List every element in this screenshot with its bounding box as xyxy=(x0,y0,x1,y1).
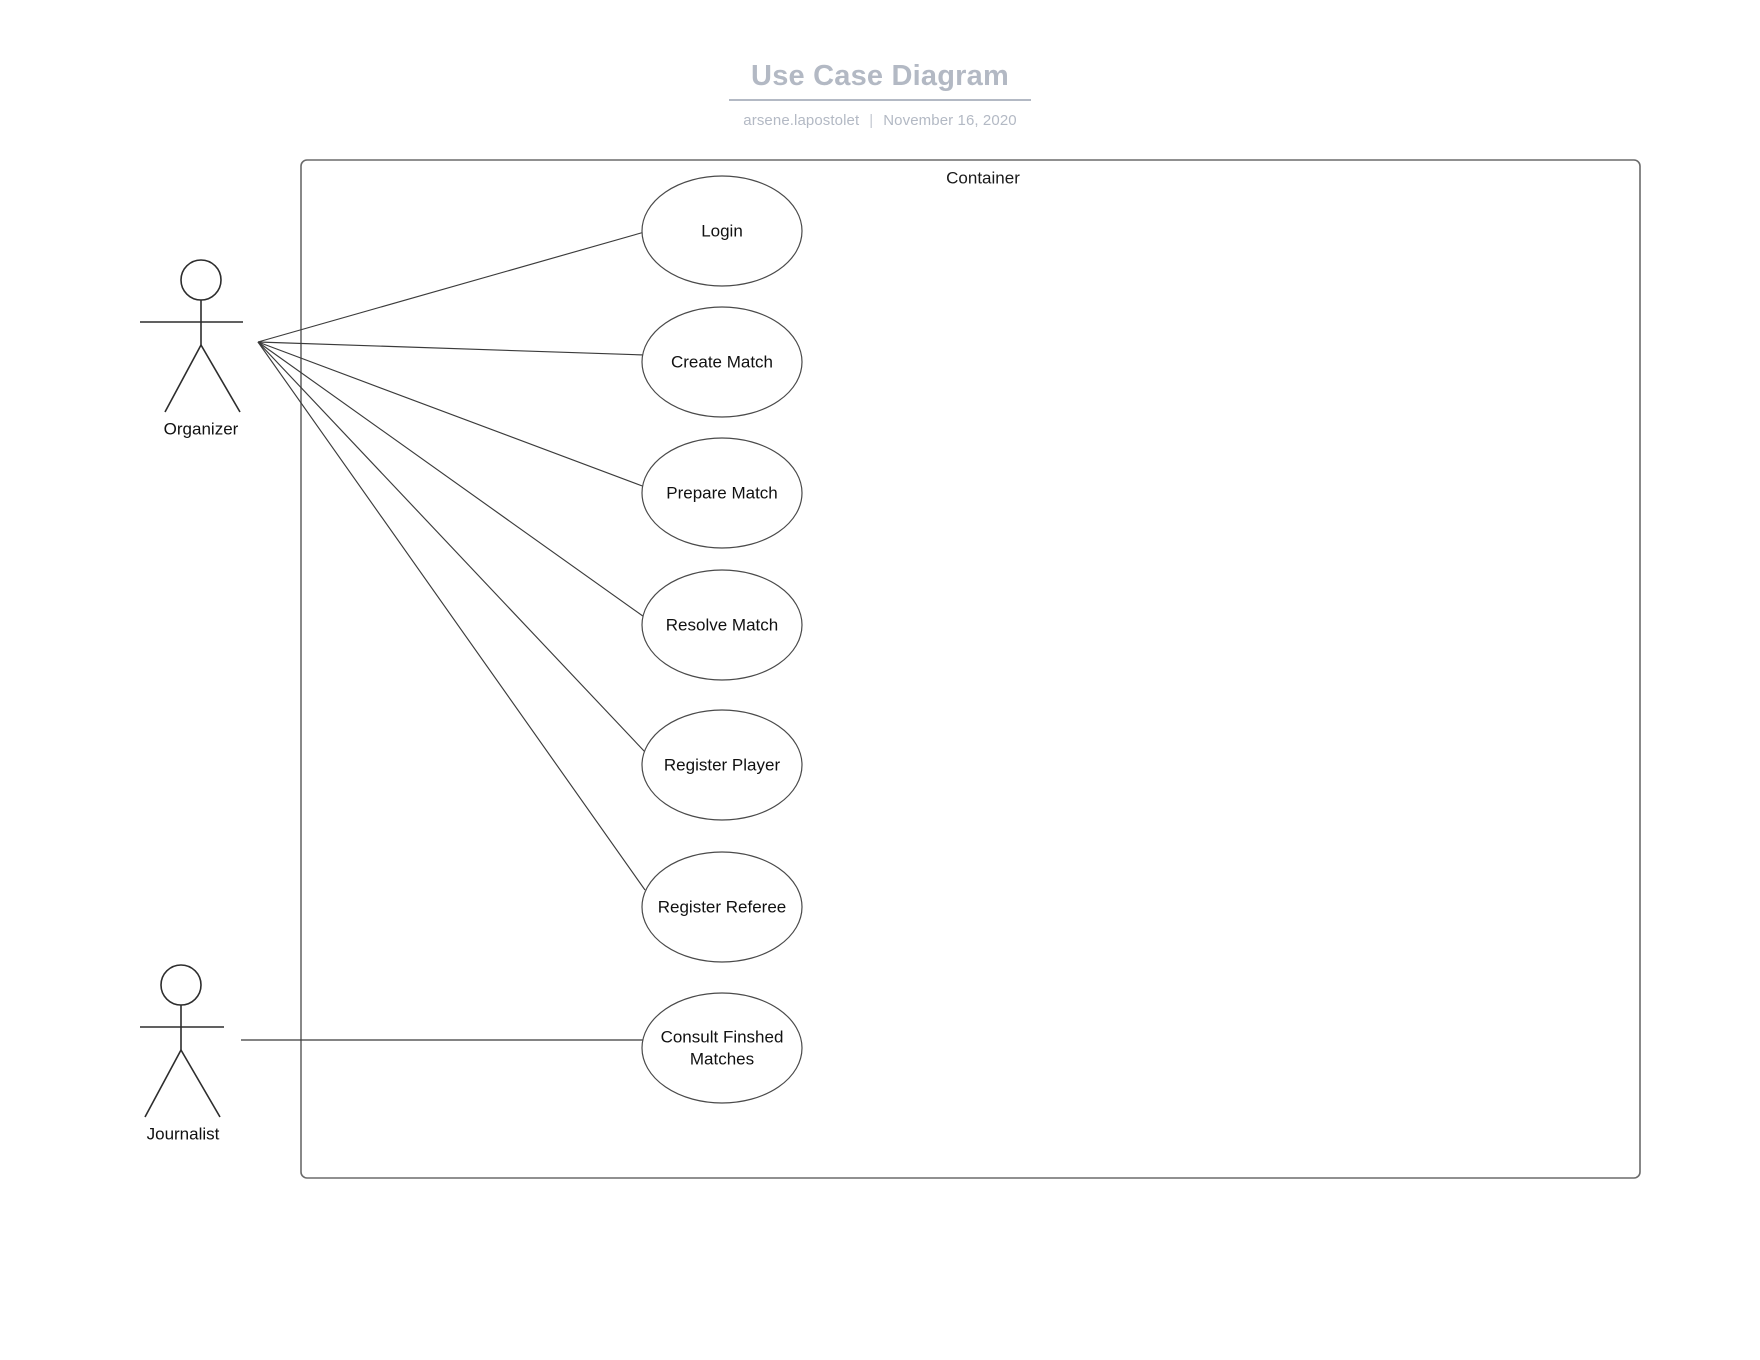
author-name: arsene.lapostolet xyxy=(743,112,860,129)
association-lines-organizer xyxy=(257,230,649,891)
association-organizer-resolve-match xyxy=(257,341,648,620)
actor-journalist[interactable]: Journalist xyxy=(140,964,224,1143)
actor-head-icon xyxy=(160,964,202,1006)
use-case-label: Register Referee xyxy=(658,897,787,916)
use-case-register-player[interactable]: Register Player xyxy=(641,709,803,821)
use-case-register-referee[interactable]: Register Referee xyxy=(641,851,803,963)
actor-leg-left-icon xyxy=(144,1049,182,1118)
use-case-label: Login xyxy=(701,221,743,240)
use-case-ellipse[interactable] xyxy=(641,306,803,418)
use-case-label: Create Match xyxy=(671,352,773,371)
use-case-label-line1: Consult Finshed xyxy=(661,1027,784,1046)
association-organizer-create-match xyxy=(257,341,646,356)
use-case-ellipse[interactable] xyxy=(641,437,803,549)
byline-separator: | xyxy=(869,112,874,129)
use-case-ellipse[interactable] xyxy=(641,992,803,1104)
use-case-prepare-match[interactable]: Prepare Match xyxy=(641,437,803,549)
use-case-resolve-match[interactable]: Resolve Match xyxy=(641,569,803,681)
actor-label: Organizer xyxy=(164,419,239,438)
use-case-ellipse[interactable] xyxy=(641,175,803,287)
document-header: Use Case Diagram arsene.lapostolet | Novem… xyxy=(0,0,1760,129)
page-title: Use Case Diagram xyxy=(729,62,1031,101)
association-organizer-register-referee xyxy=(257,341,646,891)
use-case-label: Resolve Match xyxy=(666,615,778,634)
actor-leg-right-icon xyxy=(180,1049,221,1118)
use-case-create-match[interactable]: Create Match xyxy=(641,306,803,418)
actor-organizer[interactable]: Organizer xyxy=(140,259,243,438)
use-case-ellipse[interactable] xyxy=(641,709,803,821)
use-case-label: Prepare Match xyxy=(666,483,778,502)
association-organizer-prepare-match xyxy=(257,341,646,488)
association-organizer-register-player xyxy=(257,341,646,753)
use-case-ellipse[interactable] xyxy=(641,569,803,681)
association-organizer-login xyxy=(257,230,649,343)
actor-leg-left-icon xyxy=(164,344,202,413)
use-case-label-line2: Matches xyxy=(690,1049,754,1068)
use-case-login[interactable]: Login xyxy=(641,175,803,287)
use-case-label: Register Player xyxy=(664,755,781,774)
container-label: Container xyxy=(946,168,1020,187)
document-byline: arsene.lapostolet | November 16, 2020 xyxy=(0,112,1760,129)
actor-head-icon xyxy=(180,259,222,301)
actor-leg-right-icon xyxy=(200,344,241,413)
use-case-ellipse[interactable] xyxy=(641,851,803,963)
use-case-consult-finshed-matches[interactable]: Consult Finshed Matches xyxy=(641,992,803,1104)
document-date: November 16, 2020 xyxy=(883,112,1017,129)
actor-label: Journalist xyxy=(147,1124,220,1143)
system-container-box xyxy=(300,159,1641,1179)
